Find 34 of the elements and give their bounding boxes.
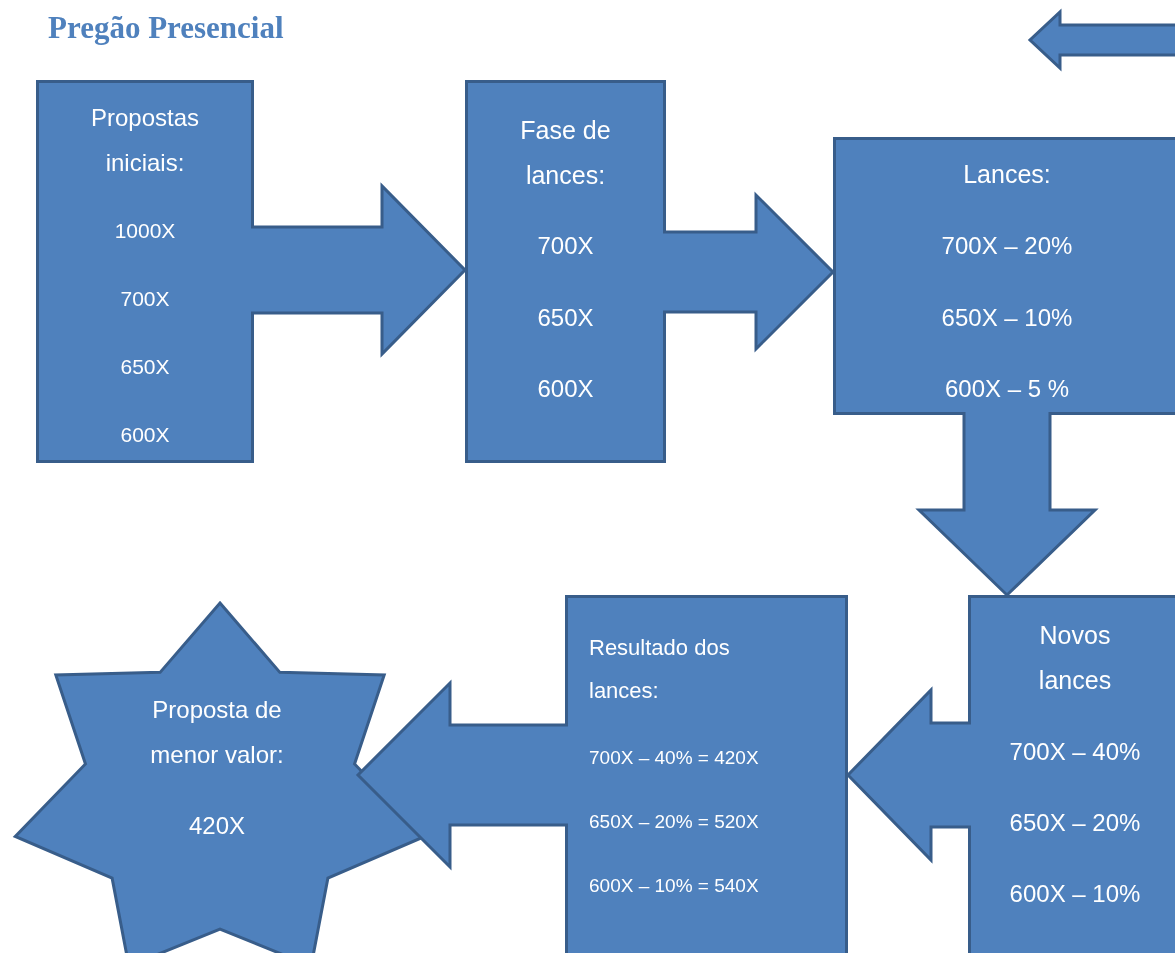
block-arrow bbox=[249, 182, 468, 358]
process-box bbox=[565, 595, 848, 953]
heading-text: Novos lances bbox=[1037, 620, 1113, 696]
heading-text: Proposta de menor valor: bbox=[149, 695, 285, 770]
value-text: 600X bbox=[536, 374, 595, 404]
value-text: 700X – 40% bbox=[1008, 737, 1142, 767]
value-text: 420X bbox=[187, 811, 247, 841]
process-box bbox=[465, 80, 666, 463]
value-text: 600X – 10% = 540X bbox=[589, 874, 760, 898]
process-box bbox=[36, 80, 254, 463]
process-box bbox=[833, 137, 1175, 415]
value-text: 600X – 5 % bbox=[943, 374, 1071, 404]
block-arrow bbox=[661, 191, 836, 353]
value-text: 650X bbox=[536, 303, 595, 333]
process-box bbox=[968, 595, 1175, 953]
value-text: 650X bbox=[119, 354, 171, 380]
heading-text: Resultado dos lances: bbox=[589, 634, 731, 705]
block-arrow bbox=[355, 679, 570, 871]
page-title: Pregão Presencial bbox=[48, 10, 284, 46]
block-arrow bbox=[845, 686, 973, 864]
value-text: 1000X bbox=[113, 218, 177, 244]
heading-text: Propostas iniciais: bbox=[89, 103, 201, 178]
heading-text: Lances: bbox=[962, 159, 1052, 190]
value-text: 650X – 20% bbox=[1008, 808, 1142, 838]
block-arrow bbox=[915, 410, 1099, 598]
value-text: 650X – 20% = 520X bbox=[589, 810, 760, 834]
value-text: 700X – 40% = 420X bbox=[589, 746, 760, 770]
value-text: 600X bbox=[119, 422, 171, 448]
value-text: 700X – 20% bbox=[940, 231, 1074, 261]
value-text: 700X bbox=[119, 286, 171, 312]
value-text: 650X – 10% bbox=[940, 303, 1074, 333]
value-text: 600X – 10% bbox=[1008, 879, 1142, 909]
value-text: 700X bbox=[536, 231, 595, 261]
heading-text: Fase de lances: bbox=[519, 115, 612, 191]
